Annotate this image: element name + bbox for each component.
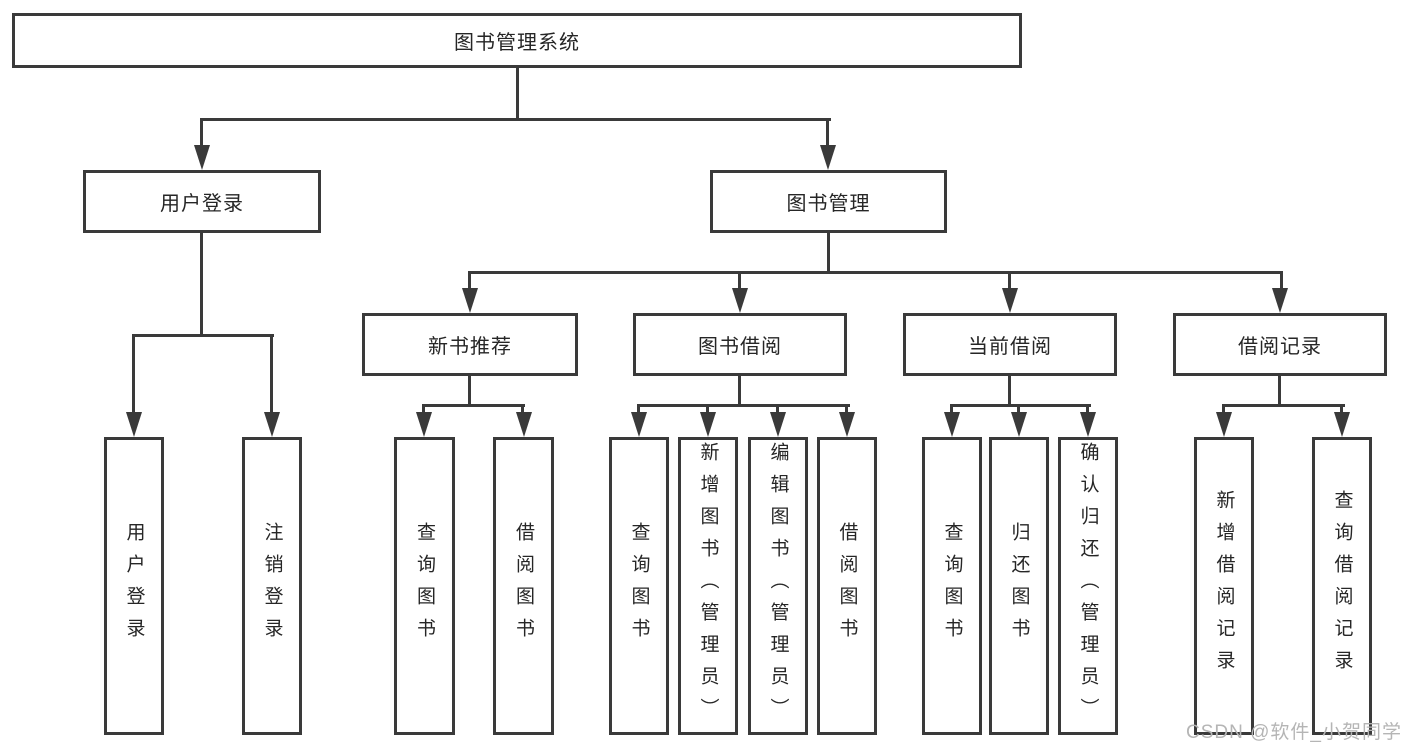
node-library-management-system: 图书管理系统 [12,13,1022,68]
connector-line [132,334,135,416]
node-label: 查询借阅记录 [1331,490,1353,682]
node-label: 图书借阅 [698,336,782,358]
connector-line [270,334,273,416]
connector-line [1340,404,1343,418]
leaf-borrow-books: 借阅图书 [817,437,877,735]
node-label: 当前借阅 [968,336,1052,358]
leaf-add-books-admin: 新增图书（管理员） [678,437,738,735]
connector-line [738,375,741,407]
arrow-down-icon [700,412,716,437]
connector-line [1008,375,1011,407]
connector-line [422,404,425,418]
node-book-borrowing: 图书借阅 [633,313,847,376]
arrow-down-icon [732,288,748,313]
node-label: 用户登录 [160,193,244,215]
arrow-down-icon [1080,412,1096,437]
connector-line [200,118,203,150]
leaf-user-login: 用户登录 [104,437,164,735]
node-label: 新书推荐 [428,336,512,358]
connector-line [1017,404,1020,418]
arrow-down-icon [1011,412,1027,437]
node-current-borrowing: 当前借阅 [903,313,1117,376]
node-label: 注销登录 [261,522,283,650]
connector-line [200,118,831,121]
leaf-add-borrow-record: 新增借阅记录 [1194,437,1254,735]
node-new-book-recommendation: 新书推荐 [362,313,578,376]
node-book-management: 图书管理 [710,170,947,233]
node-label: 查询图书 [628,522,650,650]
connector-line [1086,404,1089,418]
arrow-down-icon [1272,288,1288,313]
connector-line [845,404,848,418]
arrow-down-icon [416,412,432,437]
arrow-down-icon [264,412,280,437]
node-label: 查询图书 [941,522,963,650]
leaf-query-books-borrowing: 查询图书 [609,437,669,735]
node-label: 用户登录 [123,522,145,650]
connector-line [468,271,471,293]
leaf-edit-books-admin: 编辑图书（管理员） [748,437,808,735]
node-user-login: 用户登录 [83,170,321,233]
connector-line [1008,271,1011,293]
arrow-down-icon [839,412,855,437]
node-label: 新增图书（管理员） [697,442,719,730]
connector-line [776,404,779,418]
arrow-down-icon [770,412,786,437]
leaf-query-books-recommend: 查询图书 [394,437,455,735]
arrow-down-icon [631,412,647,437]
node-label: 查询图书 [414,522,435,650]
arrow-down-icon [1216,412,1232,437]
connector-line [1222,404,1225,418]
connector-line [1278,375,1281,407]
connector-line [738,271,741,293]
node-label: 借阅记录 [1238,336,1322,358]
node-label: 图书管理系统 [454,32,580,54]
connector-line [637,404,850,407]
connector-line [950,404,953,418]
node-label: 图书管理 [786,193,871,215]
connector-line [827,232,830,274]
node-label: 借阅图书 [513,522,534,650]
node-label: 编辑图书（管理员） [767,442,789,730]
connector-line [468,375,471,407]
connector-line [950,404,1091,407]
connector-line [706,404,709,418]
connector-line [200,232,203,337]
connector-line [826,118,829,150]
node-label: 借阅图书 [836,522,858,650]
arrow-down-icon [1002,288,1018,313]
leaf-borrow-books-recommend: 借阅图书 [493,437,554,735]
leaf-logout: 注销登录 [242,437,302,735]
arrow-down-icon [820,145,836,170]
arrow-down-icon [126,412,142,437]
connector-line [1222,404,1345,407]
leaf-return-books: 归还图书 [989,437,1049,735]
arrow-down-icon [944,412,960,437]
connector-line [637,404,640,418]
arrow-down-icon [194,145,210,170]
arrow-down-icon [1334,412,1350,437]
connector-line [516,67,519,121]
node-borrowing-records: 借阅记录 [1173,313,1387,376]
node-label: 确认归还（管理员） [1077,442,1099,730]
leaf-query-books-current: 查询图书 [922,437,982,735]
connector-line [1280,271,1283,293]
leaf-confirm-return-admin: 确认归还（管理员） [1058,437,1118,735]
connector-line [422,404,525,407]
node-label: 归还图书 [1008,522,1030,650]
connector-line [132,334,274,337]
arrow-down-icon [462,288,478,313]
connector-line [468,271,1283,274]
csdn-watermark: CSDN @软件_小贺同学 [1186,722,1402,743]
leaf-query-borrow-record: 查询借阅记录 [1312,437,1372,735]
arrow-down-icon [516,412,532,437]
connector-line [521,404,524,418]
node-label: 新增借阅记录 [1213,490,1235,682]
